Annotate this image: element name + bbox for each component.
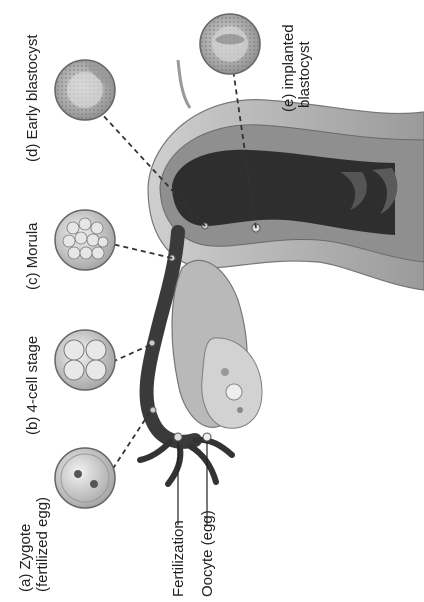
four-cell-label: (b) 4-cell stage	[24, 336, 41, 435]
fertilization-label: Fertilization	[170, 520, 187, 597]
implanted-sublabel: blastocyst	[296, 40, 313, 108]
early-blastocyst-label: (d) Early blastocyst	[24, 34, 41, 162]
implanted-blastocyst-cell	[200, 14, 260, 74]
zygote-sublabel: (fertilized egg)	[34, 497, 51, 592]
zygote-cell	[55, 448, 115, 508]
implanted-label: (e) implanted	[280, 24, 297, 112]
connector-morula	[112, 244, 172, 258]
morula-label: (c) Morula	[24, 222, 41, 290]
early-blastocyst-cell	[55, 60, 115, 120]
oocyte-label: Oocyte (egg)	[199, 510, 216, 597]
morula-cell	[55, 210, 115, 270]
zygote-label: (a) Zygote	[17, 524, 34, 592]
ovary	[172, 260, 262, 428]
four-cell-stage-cell	[55, 330, 115, 390]
